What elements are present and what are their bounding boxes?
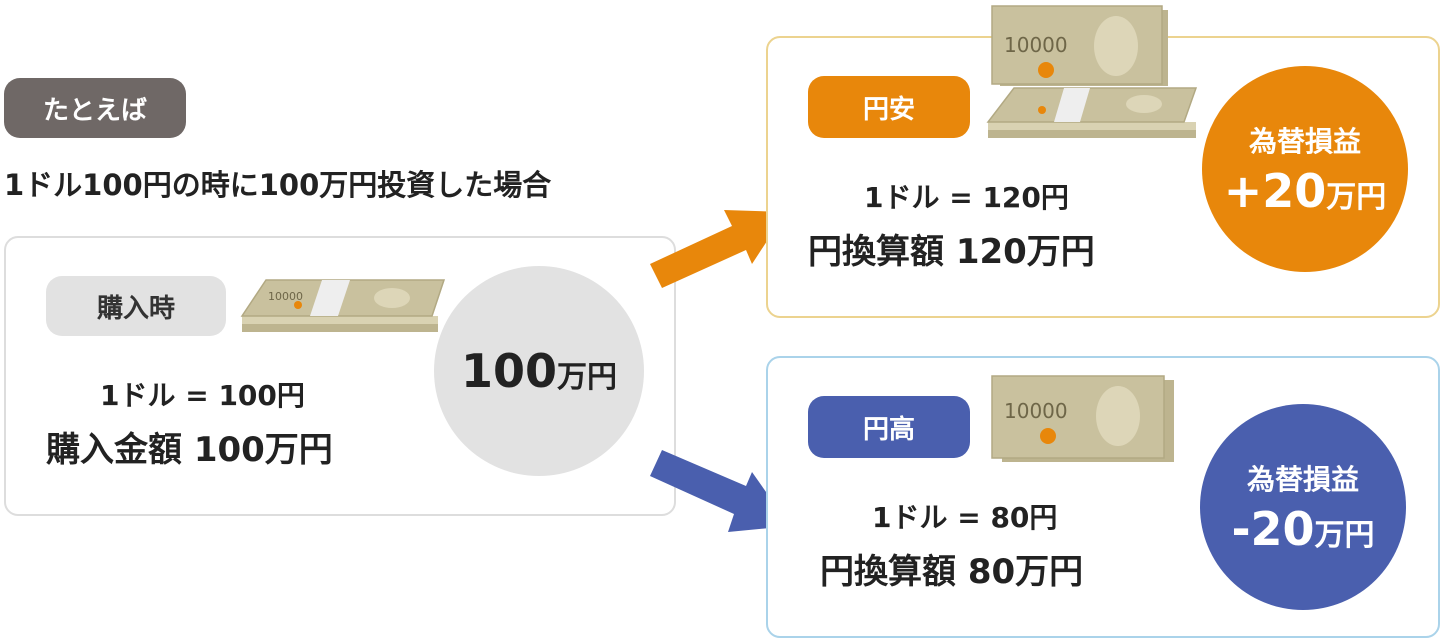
purchase-label-text: 購入時 xyxy=(96,293,175,324)
banknote-denomination: 10000 xyxy=(268,290,303,303)
strong-yen-result-unit: 万円 xyxy=(1314,518,1375,553)
purchase-amount-circle: 100万円 xyxy=(434,266,644,476)
banknote-denomination: 10000 xyxy=(1004,33,1068,57)
purchase-amount: 購入金額 100万円 xyxy=(46,430,333,470)
weak-yen-result-unit: 万円 xyxy=(1326,180,1387,215)
arrow-up-icon xyxy=(650,210,786,288)
strong-yen-result-circle: 為替損益 -20万円 xyxy=(1200,404,1406,610)
weak-yen-label-text: 円安 xyxy=(862,94,915,125)
example-tag: たとえば xyxy=(4,78,186,138)
purchase-circle-number: 100 xyxy=(460,344,558,398)
banknote-icon: 10000 xyxy=(991,375,1174,462)
banknote-stack-icon: 10000 xyxy=(240,279,446,332)
purchase-circle-unit: 万円 xyxy=(557,360,618,395)
banknote-stack-icon: 10000 xyxy=(986,5,1198,138)
strong-yen-label: 円高 xyxy=(808,396,970,458)
scenario-description: 1ドル100円の時に100万円投資した場合 xyxy=(4,168,552,202)
example-tag-label: たとえば xyxy=(42,95,147,126)
weak-yen-label: 円安 xyxy=(808,76,970,138)
purchase-rate: 1ドル = 100円 xyxy=(100,379,305,412)
strong-yen-result-label: 為替損益 xyxy=(1246,463,1359,496)
purchase-label: 購入時 xyxy=(46,276,226,336)
arrow-down-icon xyxy=(650,450,790,532)
banknote-denomination: 10000 xyxy=(1004,399,1068,423)
strong-yen-label-text: 円高 xyxy=(862,414,915,445)
weak-yen-result-label: 為替損益 xyxy=(1248,125,1361,158)
weak-yen-rate: 1ドル = 120円 xyxy=(864,181,1069,214)
strong-yen-result-value: -20 xyxy=(1231,502,1315,556)
strong-yen-rate: 1ドル = 80円 xyxy=(872,501,1058,534)
weak-yen-amount: 円換算額 120万円 xyxy=(808,232,1095,272)
weak-yen-result-circle: 為替損益 +20万円 xyxy=(1202,66,1408,272)
weak-yen-result-value: +20 xyxy=(1223,164,1327,218)
strong-yen-amount: 円換算額 80万円 xyxy=(820,552,1084,592)
